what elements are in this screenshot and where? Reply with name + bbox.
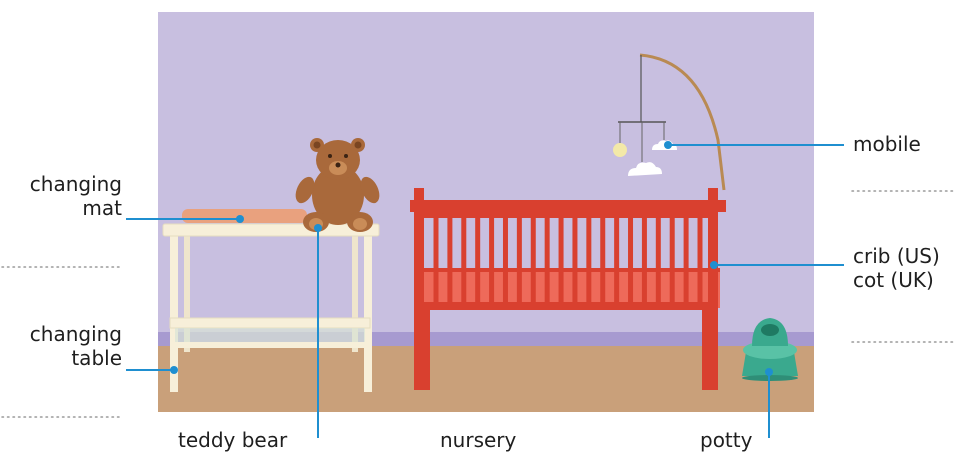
crib-slat <box>684 218 689 304</box>
crib-right-post <box>708 188 718 390</box>
mobile-moon <box>613 143 627 157</box>
crib-slat <box>656 218 661 304</box>
crib-slat <box>642 218 647 304</box>
crib-slat <box>572 218 577 304</box>
label-changing-table: changing table <box>0 322 122 370</box>
changing-mat <box>182 209 307 223</box>
label-potty: potty <box>700 428 752 452</box>
crib-slat <box>628 218 633 304</box>
crib-top-rail <box>410 200 726 212</box>
crib-slat <box>447 218 452 304</box>
crib-slat <box>698 218 703 304</box>
label-changing-mat: changing mat <box>0 172 122 220</box>
label-changing-table-line2: table <box>0 346 122 370</box>
crib-slat <box>489 218 494 304</box>
crib-slat <box>461 218 466 304</box>
crib-slat <box>586 218 591 304</box>
label-crib-line1: crib (US) <box>853 244 940 268</box>
label-crib-line2: cot (UK) <box>853 268 940 292</box>
crib-slat <box>517 218 522 304</box>
label-mobile: mobile <box>853 132 921 156</box>
crib-left-post <box>414 188 424 390</box>
label-changing-mat-line2: mat <box>0 196 122 220</box>
crib-slat <box>600 218 605 304</box>
crib-slat <box>545 218 550 304</box>
crib-slat <box>670 218 675 304</box>
label-teddy-bear: teddy bear <box>178 428 287 452</box>
label-changing-mat-line1: changing <box>0 172 122 196</box>
crib-slat <box>559 218 564 304</box>
crib-right-leg-inner <box>702 310 708 390</box>
crib-slat <box>614 218 619 304</box>
crib-slat <box>475 218 480 304</box>
crib-left-leg-inner <box>424 310 430 390</box>
label-changing-table-line1: changing <box>0 322 122 346</box>
label-nursery: nursery <box>440 428 516 452</box>
crib-slat <box>531 218 536 304</box>
crib-slat <box>434 218 439 304</box>
crib-slat <box>503 218 508 304</box>
label-crib: crib (US) cot (UK) <box>853 244 940 292</box>
crib-top-rail-inner <box>418 212 718 218</box>
